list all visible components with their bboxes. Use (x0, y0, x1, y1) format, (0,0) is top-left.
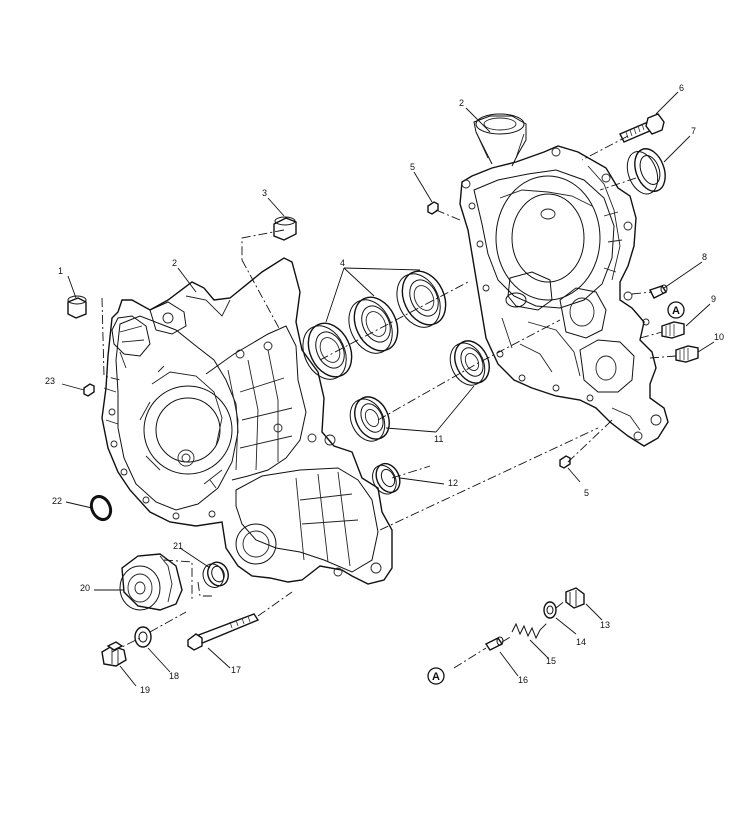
callout-13: 13 (600, 620, 610, 630)
reference-marker-a-lower-label: A (432, 671, 440, 683)
callout-1: 1 (58, 266, 63, 276)
callout-14: 14 (576, 637, 586, 647)
callout-5-lower: 5 (584, 488, 589, 498)
reference-marker-a-upper: A (667, 301, 685, 319)
dowel-sleeve-1 (67, 295, 87, 319)
callout-23: 23 (45, 376, 55, 386)
leader-lines (61, 91, 715, 687)
callout-16: 16 (518, 675, 528, 685)
left-crankcase-half (101, 257, 393, 585)
bearing-3 (396, 270, 447, 328)
spring-15 (511, 622, 541, 640)
plug-8 (649, 284, 668, 299)
shaft-bearings (349, 340, 490, 442)
callout-20: 20 (80, 583, 90, 593)
crank-bearings (302, 270, 447, 380)
callout-3: 3 (262, 188, 267, 198)
fitting-10 (675, 345, 699, 363)
callout-4: 4 (340, 258, 345, 268)
fitting-9 (661, 321, 685, 339)
callout-labels: 1 2 2 3 4 5 5 6 7 8 9 10 11 12 13 14 15 … (45, 83, 724, 695)
callout-2-right: 2 (459, 98, 464, 108)
callout-8: 8 (702, 252, 707, 262)
small-bearing (372, 462, 401, 495)
drain-plug-19 (101, 641, 127, 667)
callout-11: 11 (434, 434, 443, 444)
long-bolt-17 (187, 613, 260, 651)
callout-22: 22 (52, 496, 62, 506)
callout-5-upper: 5 (410, 162, 415, 172)
o-ring-22 (89, 494, 113, 522)
callout-17: 17 (231, 665, 241, 675)
callout-10: 10 (714, 332, 724, 342)
seal-21 (202, 561, 229, 588)
bearing-1 (302, 322, 353, 380)
reference-marker-a-upper-label: A (672, 305, 680, 317)
bearing-2 (348, 296, 399, 354)
oil-seal-7 (626, 148, 666, 195)
callout-18: 18 (169, 671, 179, 681)
dowel-pin-23 (83, 383, 95, 397)
washer-18 (134, 626, 152, 648)
right-crankcase-half (459, 113, 669, 447)
plug-13 (565, 587, 585, 609)
pulley-cover-20 (119, 553, 183, 611)
callout-21: 21 (173, 541, 183, 551)
reference-marker-a-lower: A (427, 667, 445, 685)
callout-15: 15 (546, 656, 556, 666)
callout-19: 19 (140, 685, 150, 695)
bolt-6 (619, 113, 665, 143)
callout-7: 7 (691, 126, 696, 136)
dowel-pin-5-upper (427, 201, 439, 215)
dowel-sleeve-3 (273, 216, 297, 241)
washer-14 (543, 601, 557, 619)
plunger-16 (484, 636, 504, 651)
callout-9: 9 (711, 294, 716, 304)
callout-12: 12 (448, 478, 458, 488)
callout-2-left: 2 (172, 258, 177, 268)
dowel-pin-5-lower (559, 455, 571, 469)
callout-6: 6 (679, 83, 684, 93)
